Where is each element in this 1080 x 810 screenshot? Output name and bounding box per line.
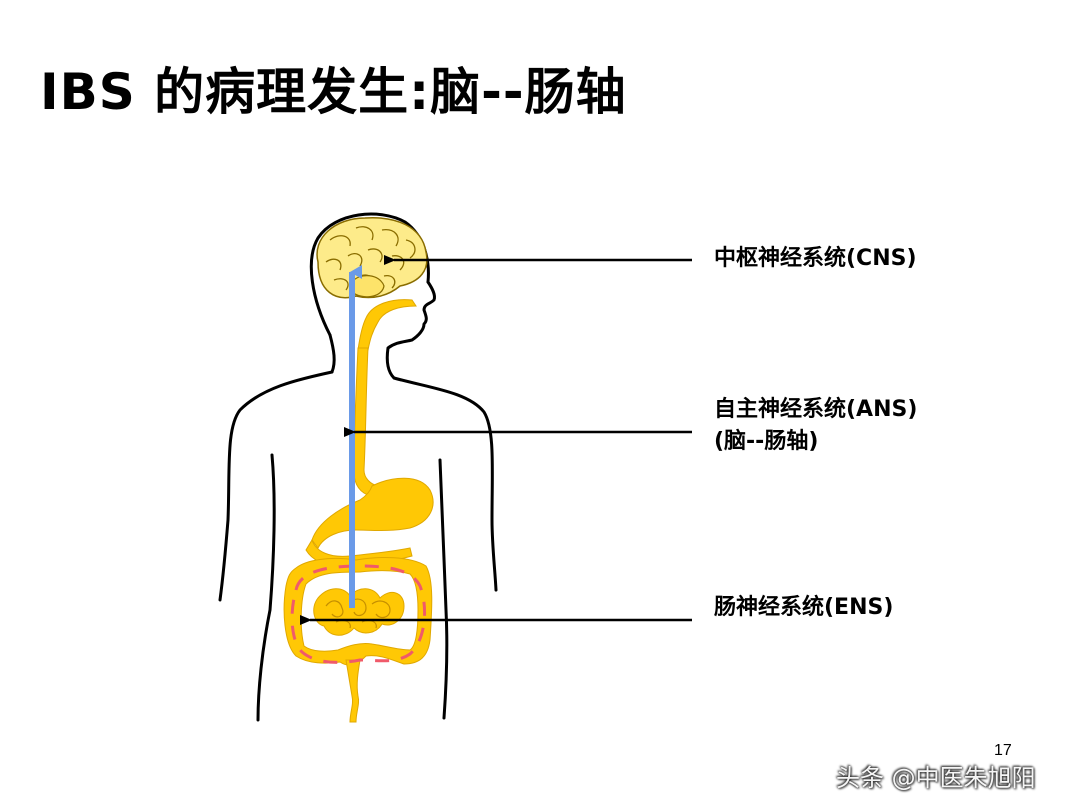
page-number: 17: [994, 742, 1012, 759]
watermark: 头条 @中医朱旭阳: [836, 764, 1036, 792]
body-outline: [218, 212, 498, 722]
ans-label-line2: (脑--肠轴): [714, 429, 819, 454]
ens-label: 肠神经系统(ENS): [714, 595, 894, 620]
ens-dashed-loop: [290, 564, 427, 664]
digestive-tract: [283, 299, 434, 723]
ans-label-line1: 自主神经系统(ANS): [714, 397, 918, 422]
brain-illustration: [316, 217, 428, 299]
slide-title: IBS 的病理发生:脑--肠轴: [40, 63, 627, 121]
cns-label: 中枢神经系统(CNS): [714, 246, 917, 271]
